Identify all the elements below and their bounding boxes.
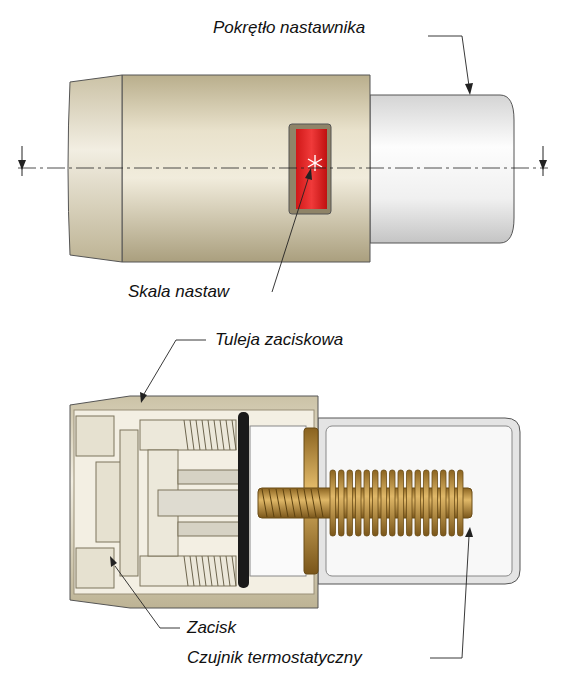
scale-window bbox=[296, 129, 327, 209]
body bbox=[122, 75, 370, 262]
leader-line bbox=[144, 340, 206, 394]
nut-thread bbox=[184, 420, 236, 586]
rod-thread bbox=[269, 489, 274, 517]
knob-shell bbox=[318, 418, 520, 584]
arrow-head bbox=[110, 83, 473, 567]
bellows-fin bbox=[390, 470, 396, 536]
nut-thread bbox=[190, 420, 194, 450]
threaded-nut bbox=[178, 522, 242, 536]
leader-line bbox=[115, 36, 469, 658]
nut-thread bbox=[232, 420, 236, 450]
bellows-fin bbox=[381, 470, 387, 536]
part-label: Zacisk bbox=[187, 618, 236, 638]
arrow-head bbox=[305, 168, 312, 180]
nut-thread bbox=[232, 556, 236, 586]
part-label: Tuleja zaciskowa bbox=[215, 330, 343, 350]
bellows-fin bbox=[330, 470, 336, 536]
clamp bbox=[120, 430, 138, 576]
arrow-head bbox=[140, 392, 147, 403]
bellows-fin bbox=[458, 470, 464, 536]
rod-thread bbox=[318, 489, 323, 517]
nut-thread bbox=[226, 420, 230, 450]
top-view bbox=[18, 75, 548, 262]
snowflake-symbol bbox=[308, 159, 322, 167]
rod-thread bbox=[276, 489, 281, 517]
rod-thread bbox=[283, 489, 288, 517]
bellows-fin bbox=[330, 470, 463, 536]
nut-thread bbox=[190, 556, 194, 586]
section-arrow bbox=[18, 160, 26, 170]
part-label: Skala nastaw bbox=[128, 282, 229, 302]
leader-line bbox=[115, 566, 180, 628]
bellows-fin bbox=[339, 470, 345, 536]
bellows-fin bbox=[424, 470, 430, 536]
leader-line bbox=[430, 536, 469, 658]
nut-thread bbox=[214, 420, 218, 450]
bellows-fin bbox=[347, 470, 353, 536]
body-end bbox=[68, 75, 122, 262]
nut-thread bbox=[196, 420, 200, 450]
nut-thread bbox=[226, 556, 230, 586]
threaded-nut bbox=[178, 470, 242, 484]
leader-line bbox=[272, 176, 309, 292]
bellows-fin bbox=[373, 470, 379, 536]
clamp bbox=[76, 416, 138, 588]
clamp bbox=[76, 416, 114, 456]
part-label: Pokrętło nastawnika bbox=[213, 18, 365, 38]
axis-line bbox=[18, 168, 548, 169]
threaded-nut bbox=[140, 420, 236, 450]
bellows-fin bbox=[449, 470, 455, 536]
nut-thread bbox=[184, 556, 188, 586]
nut-thread bbox=[184, 420, 188, 450]
arrow-head bbox=[465, 83, 473, 95]
bellows-fin bbox=[415, 470, 421, 536]
clamp bbox=[76, 548, 114, 588]
threaded-nut bbox=[140, 420, 242, 586]
nut-thread bbox=[196, 556, 200, 586]
arrow-head bbox=[465, 527, 473, 537]
window-frame bbox=[289, 124, 331, 214]
nut-thread bbox=[202, 556, 206, 586]
snowflake-symbol bbox=[308, 155, 322, 171]
o-ring bbox=[238, 412, 249, 588]
rod-thread bbox=[304, 489, 309, 517]
nut-thread bbox=[202, 420, 206, 450]
rod-thread bbox=[262, 489, 267, 517]
threaded-nut bbox=[158, 490, 242, 516]
section-view bbox=[70, 396, 520, 608]
knob bbox=[370, 95, 514, 243]
bellows-fin bbox=[441, 470, 447, 536]
snowflake-symbol bbox=[308, 159, 322, 167]
arrow-head bbox=[110, 556, 117, 567]
nut-thread bbox=[214, 556, 218, 586]
leader-line bbox=[428, 36, 469, 86]
bellows-fin bbox=[364, 470, 370, 536]
nut-thread bbox=[220, 556, 224, 586]
bellows-fin bbox=[398, 470, 404, 536]
rod-thread bbox=[290, 489, 295, 517]
bellows-fin bbox=[407, 470, 413, 536]
nut-thread bbox=[208, 556, 212, 586]
bellows-fin bbox=[432, 470, 438, 536]
threaded-nut bbox=[140, 556, 236, 586]
nut-thread bbox=[208, 420, 212, 450]
bellows-fin bbox=[356, 470, 362, 536]
rod-thread bbox=[262, 489, 323, 517]
nut-thread bbox=[220, 420, 224, 450]
part-label: Czujnik termostatyczny bbox=[187, 648, 362, 668]
rod-thread bbox=[311, 489, 316, 517]
sleeve-cavity bbox=[74, 410, 314, 594]
section-arrow bbox=[539, 160, 547, 170]
rod-thread bbox=[297, 489, 302, 517]
